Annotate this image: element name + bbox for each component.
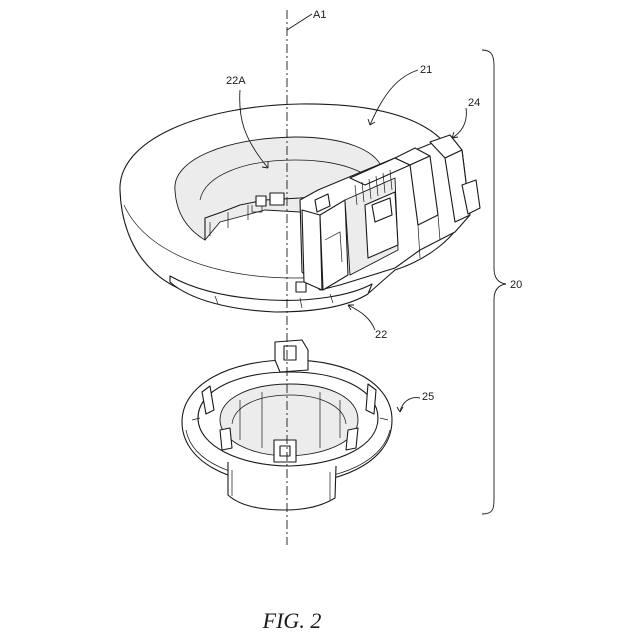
label-a1: A1 [313, 9, 326, 21]
label-21: 21 [420, 64, 432, 76]
upper-assembly [120, 104, 480, 312]
leader-25 [400, 398, 420, 412]
brace-20 [482, 50, 506, 514]
label-25: 25 [422, 391, 434, 403]
label-22: 22 [375, 329, 387, 341]
leader-22 [348, 305, 375, 330]
leader-a1 [287, 14, 312, 30]
figure-caption: FIG. 2 [262, 608, 322, 633]
leader-24 [452, 108, 466, 138]
label-20: 20 [510, 279, 522, 291]
label-22a: 22A [226, 75, 246, 87]
label-24: 24 [468, 97, 480, 109]
